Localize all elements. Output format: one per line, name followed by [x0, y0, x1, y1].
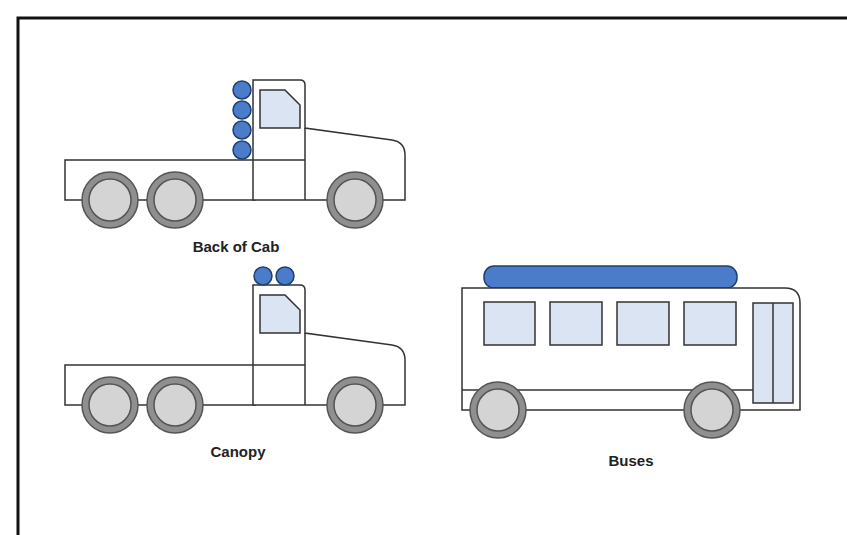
truck-canopy — [65, 267, 405, 433]
truck-back-of-cab — [65, 80, 405, 228]
bus — [462, 266, 800, 438]
vehicle-label: Canopy — [210, 443, 265, 461]
vehicle-label: Back of Cab — [193, 238, 280, 256]
vehicle-label: Buses — [608, 452, 653, 470]
frame-border — [18, 18, 847, 535]
